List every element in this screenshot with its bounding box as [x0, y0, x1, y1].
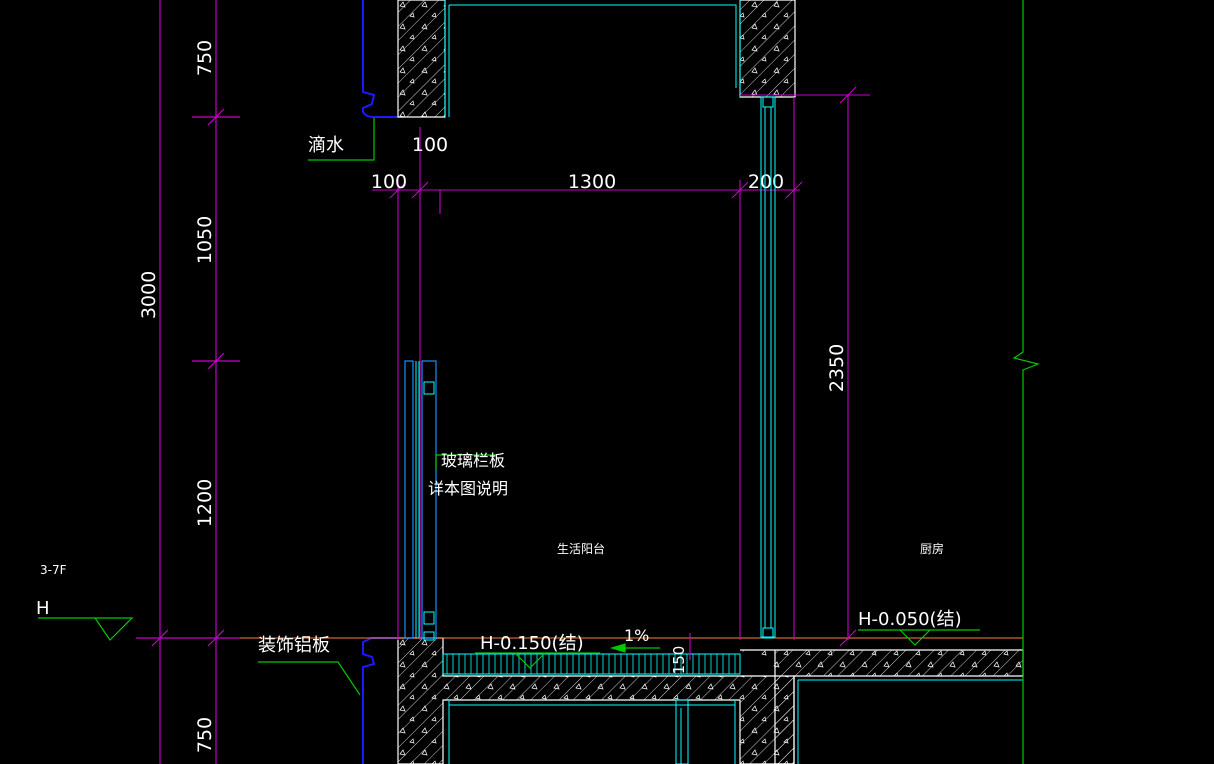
dim-750-bottom: 750 [194, 717, 216, 753]
label-curb: 150 [670, 646, 688, 675]
label-drip: 滴水 [308, 135, 344, 156]
label-floors: 3-7F [40, 563, 67, 577]
lower-window-mullion [675, 699, 689, 764]
label-level-mark: H [36, 598, 50, 619]
dim-1200: 1200 [194, 479, 216, 527]
glass-balustrade [404, 360, 437, 641]
kitchen-slab [740, 649, 1024, 764]
exterior-face-lower [362, 637, 398, 764]
leaders [38, 118, 980, 696]
label-balcony: 生活阳台 [557, 541, 605, 556]
dim-1300: 1300 [568, 171, 616, 193]
label-glass-rail: 玻璃栏板 [441, 451, 505, 470]
kitchen-wall-line [1012, 0, 1040, 764]
exterior-face-upper [362, 0, 398, 118]
dim-1050: 1050 [194, 216, 216, 264]
label-kitchen: 厨房 [920, 541, 944, 556]
label-glass-rail-note: 详本图说明 [428, 479, 508, 498]
label-elev-balcony: H-0.150(结) [480, 633, 584, 654]
dim-2350: 2350 [826, 344, 848, 392]
label-elev-kitchen: H-0.050(结) [858, 609, 962, 630]
vertical-dimension-chains [136, 0, 240, 764]
sliding-window [760, 96, 776, 639]
balcony-slab [397, 637, 795, 764]
dim-100-upper: 100 [412, 134, 448, 156]
label-slope: 1% [624, 626, 649, 645]
dim-750-top: 750 [194, 40, 216, 76]
dim-3000: 3000 [138, 271, 160, 319]
dim-100-lower: 100 [371, 171, 407, 193]
dim-200: 200 [748, 171, 784, 193]
label-deco-panel: 装饰铝板 [258, 635, 330, 656]
horizontal-dimension-chain [372, 86, 870, 660]
upper-beam [397, 0, 796, 118]
